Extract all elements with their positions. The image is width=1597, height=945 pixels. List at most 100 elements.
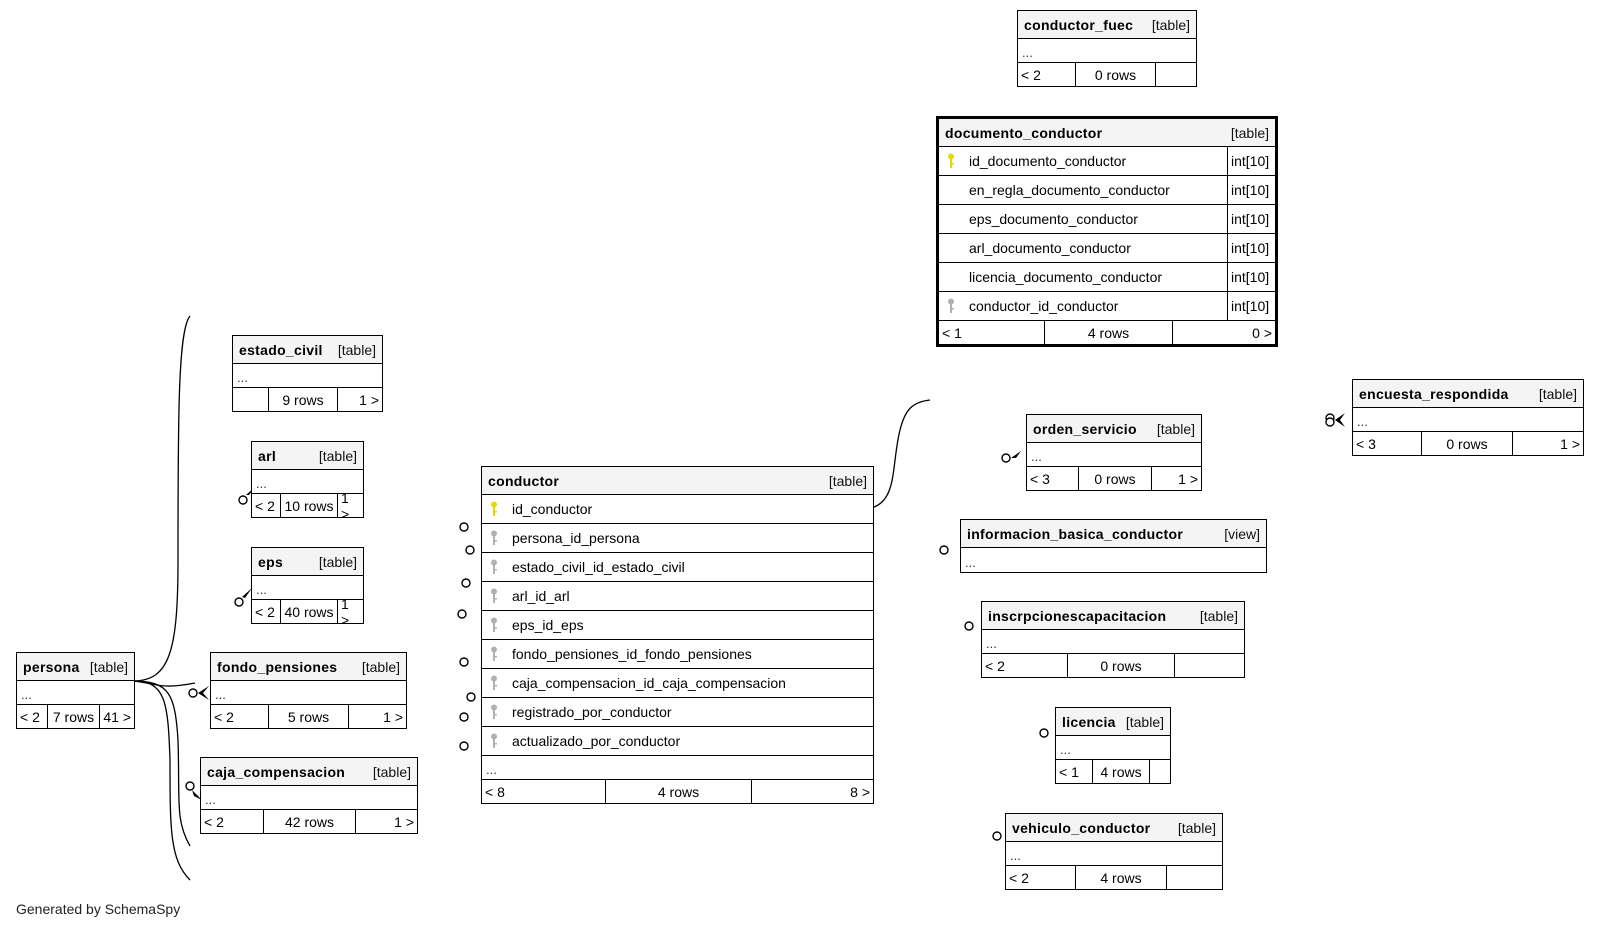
table-caja-compensacion[interactable]: caja_compensacion[table] ... < 2 42 rows… xyxy=(200,757,418,834)
column-row[interactable]: caja_compensacion_id_caja_compensacion xyxy=(482,669,873,698)
column-name: id_documento_conductor xyxy=(969,153,1127,169)
children-count[interactable] xyxy=(1166,866,1222,889)
column-name: actualizado_por_conductor xyxy=(512,733,681,749)
table-name[interactable]: persona xyxy=(23,658,80,675)
table-name[interactable]: estado_civil xyxy=(239,341,323,358)
column-row[interactable]: registrado_por_conductor xyxy=(482,698,873,727)
table-header: arl [table] xyxy=(252,442,363,470)
column-cell: persona_id_persona xyxy=(482,524,873,552)
children-count[interactable]: 1 > xyxy=(1512,432,1583,455)
parents-count[interactable]: < 8 xyxy=(485,783,505,800)
table-name[interactable]: conductor xyxy=(488,472,560,489)
row-count: 4 rows xyxy=(605,780,751,803)
parents-count[interactable] xyxy=(233,388,268,411)
crow-circle xyxy=(238,495,248,505)
table-header: informacion_basica_conductor[view] xyxy=(961,520,1266,548)
children-count[interactable]: 1 > xyxy=(355,810,417,833)
columns-ellipsis: ... xyxy=(982,630,1244,654)
children-count[interactable] xyxy=(1155,63,1196,86)
column-cell: eps_id_eps xyxy=(482,611,873,639)
table-name[interactable]: caja_compensacion xyxy=(207,763,346,780)
table-name[interactable]: licencia xyxy=(1062,713,1116,730)
parents-count[interactable]: < 2 xyxy=(204,813,224,830)
table-name[interactable]: fondo_pensiones xyxy=(217,658,338,675)
table-kind: [table] xyxy=(361,658,400,675)
row-count: 42 rows xyxy=(263,810,355,833)
column-name: eps_documento_conductor xyxy=(969,211,1138,227)
column-row[interactable]: actualizado_por_conductor xyxy=(482,727,873,756)
row-count: 9 rows xyxy=(268,388,337,411)
crow-circle xyxy=(185,781,195,791)
table-footer: < 2 5 rows 1 > xyxy=(211,705,406,728)
table-name[interactable]: orden_servicio xyxy=(1033,420,1137,437)
table-fondo-pensiones[interactable]: fondo_pensiones[table] ... < 2 5 rows 1 … xyxy=(210,652,407,729)
edge-persona xyxy=(132,315,191,682)
parents-count[interactable]: < 2 xyxy=(1009,869,1029,886)
table-eps[interactable]: eps[table] ... < 2 40 rows 1 > xyxy=(251,547,364,628)
table-persona[interactable]: persona[table] ... < 2 7 rows 41 > xyxy=(16,652,135,729)
column-row[interactable]: persona_id_persona xyxy=(482,524,873,553)
table-kind: [table] xyxy=(1177,819,1216,836)
table-name[interactable]: documento_conductor xyxy=(945,124,1103,141)
children-count[interactable]: 1 > xyxy=(337,388,382,411)
column-row[interactable]: id_conductor xyxy=(482,495,873,524)
parents-count[interactable]: < 3 xyxy=(1356,435,1376,452)
parents-count[interactable]: < 1 xyxy=(1059,763,1079,780)
table-name[interactable]: encuesta_respondida xyxy=(1359,385,1509,402)
children-count[interactable]: 8 > xyxy=(751,780,873,803)
column-row[interactable]: eps_id_eps xyxy=(482,611,873,640)
table-header: orden_servicio[table] xyxy=(1027,415,1201,443)
column-name: licencia_documento_conductor xyxy=(969,269,1163,285)
table-name[interactable]: arl xyxy=(258,447,277,464)
table-name[interactable]: informacion_basica_conductor xyxy=(967,525,1184,542)
table-licencia[interactable]: licencia[table] ... < 1 4 rows xyxy=(1055,707,1171,784)
parents-count[interactable]: < 3 xyxy=(1030,470,1050,487)
columns-ellipsis: ... xyxy=(233,364,382,388)
table-header: fondo_pensiones [table] xyxy=(211,653,406,681)
children-count[interactable] xyxy=(1174,654,1244,677)
parents-count[interactable]: < 2 xyxy=(1021,66,1041,83)
parents-count[interactable]: < 2 xyxy=(255,497,275,514)
crow-circle xyxy=(1001,453,1011,463)
table-header: documento_conductor[table] xyxy=(939,119,1275,147)
children-count[interactable] xyxy=(1149,760,1170,783)
children-count[interactable]: 41 > xyxy=(99,705,134,728)
table-name[interactable]: inscrpcionescapacitacion xyxy=(988,607,1167,624)
children-count[interactable]: 1 > xyxy=(337,596,363,628)
parents-count[interactable]: < 2 xyxy=(985,657,1005,674)
table-conductor-fuec[interactable]: conductor_fuec[table] ... < 2 0 rows xyxy=(1017,10,1197,87)
column-row[interactable]: estado_civil_id_estado_civil xyxy=(482,553,873,582)
children-count[interactable]: 0 > xyxy=(1172,321,1275,344)
table-name[interactable]: eps xyxy=(258,553,284,570)
table-documento-conductor[interactable]: documento_conductor[table] id_documento_… xyxy=(936,116,1278,347)
table-name[interactable]: conductor_fuec xyxy=(1024,16,1134,33)
parents-count[interactable]: < 2 xyxy=(20,708,40,725)
table-vehiculo-conductor[interactable]: vehiculo_conductor[table] ... < 2 4 rows xyxy=(1005,813,1223,890)
children-count[interactable]: 1 > xyxy=(337,490,363,522)
column-row[interactable]: fondo_pensiones_id_fondo_pensiones xyxy=(482,640,873,669)
parents-count[interactable]: < 2 xyxy=(255,603,275,620)
table-encuesta-respondida[interactable]: encuesta_respondida[table] ... < 3 0 row… xyxy=(1352,379,1584,456)
table-inscrpcionescapacitacion[interactable]: inscrpcionescapacitacion[table] ... < 2 … xyxy=(981,601,1245,678)
parents-count[interactable]: < 1 xyxy=(942,324,962,341)
table-estado-civil[interactable]: estado_civil[table] ... 9 rows 1 > xyxy=(232,335,383,412)
row-count: 0 rows xyxy=(1067,654,1174,677)
children-count[interactable]: 1 > xyxy=(1151,467,1201,490)
column-row[interactable]: arl_id_arl xyxy=(482,582,873,611)
crow-arrow xyxy=(198,686,209,700)
table-name[interactable]: vehiculo_conductor xyxy=(1012,819,1151,836)
parents-count[interactable]: < 2 xyxy=(214,708,234,725)
row-count: 0 rows xyxy=(1421,432,1512,455)
children-count[interactable]: 1 > xyxy=(348,705,406,728)
table-kind: [table] xyxy=(318,447,357,464)
table-orden-servicio[interactable]: orden_servicio[table] ... < 3 0 rows 1 > xyxy=(1026,414,1202,491)
view-informacion-basica-conductor[interactable]: informacion_basica_conductor[view] ... xyxy=(960,519,1267,573)
table-arl[interactable]: arl[table] ... < 2 10 rows 1 > xyxy=(251,441,364,522)
